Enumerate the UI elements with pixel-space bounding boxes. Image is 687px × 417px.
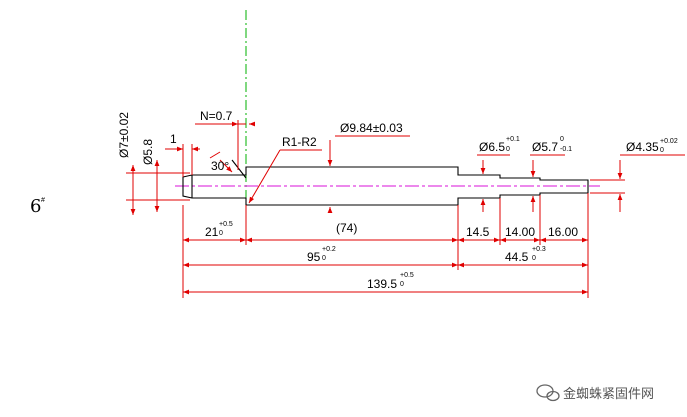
dia57-tol-lo: -0.1 xyxy=(560,146,572,153)
len1395-tol-up: +0.5 xyxy=(400,272,414,279)
dia984-label: Ø9.84±0.03 xyxy=(340,121,403,135)
chamfer-length-label: 1 xyxy=(170,132,177,146)
len1395-tol-lo: 0 xyxy=(400,281,404,288)
dia65-label: Ø6.5 xyxy=(479,140,505,154)
angle-label: 30° xyxy=(211,159,229,173)
dia435-label: Ø4.35 xyxy=(626,140,659,154)
len1395-label: 139.5 xyxy=(367,277,397,291)
dia57-label: Ø5.7 xyxy=(532,140,558,154)
len1600-label: 16.00 xyxy=(548,225,578,239)
len95-tol-lo: 0 xyxy=(322,255,326,262)
dia65-tol-up: +0.1 xyxy=(506,136,520,143)
len95-label: 95 xyxy=(307,250,321,264)
watermark-text: 金蜘蛛紧固件网 xyxy=(563,386,654,402)
shaft-outline xyxy=(182,159,589,206)
dia65-tol-lo: 0 xyxy=(506,146,510,153)
part-mark: 6 xyxy=(30,196,41,217)
dia435-tol-lo: 0 xyxy=(660,147,664,154)
len1400-label: 14.00 xyxy=(505,225,535,239)
radius-label: R1-R2 xyxy=(282,135,317,149)
part-mark-sup: # xyxy=(41,197,45,204)
len21-tol-up: +0.5 xyxy=(219,221,233,228)
dia57-tol-up: 0 xyxy=(560,136,564,143)
len145-label: 14.5 xyxy=(466,225,490,239)
len445-tol-lo: 0 xyxy=(532,255,536,262)
len95-tol-up: +0.2 xyxy=(322,246,336,253)
len21-label: 21 xyxy=(205,225,219,239)
length-dimensions xyxy=(182,193,589,298)
n-value-label: N=0.7 xyxy=(200,109,233,123)
len74-label: (74) xyxy=(336,221,357,235)
dia58-label: Ø5.8 xyxy=(141,139,155,165)
diameter-dimensions xyxy=(126,120,685,215)
wechat-icon xyxy=(536,384,560,402)
len21-tol-lo: 0 xyxy=(219,230,223,237)
dia435-tol-up: +0.02 xyxy=(660,138,678,145)
len445-label: 44.5 xyxy=(505,250,529,264)
len445-tol-up: +0.3 xyxy=(532,246,546,253)
dia7-label: Ø7±0.02 xyxy=(117,112,131,158)
